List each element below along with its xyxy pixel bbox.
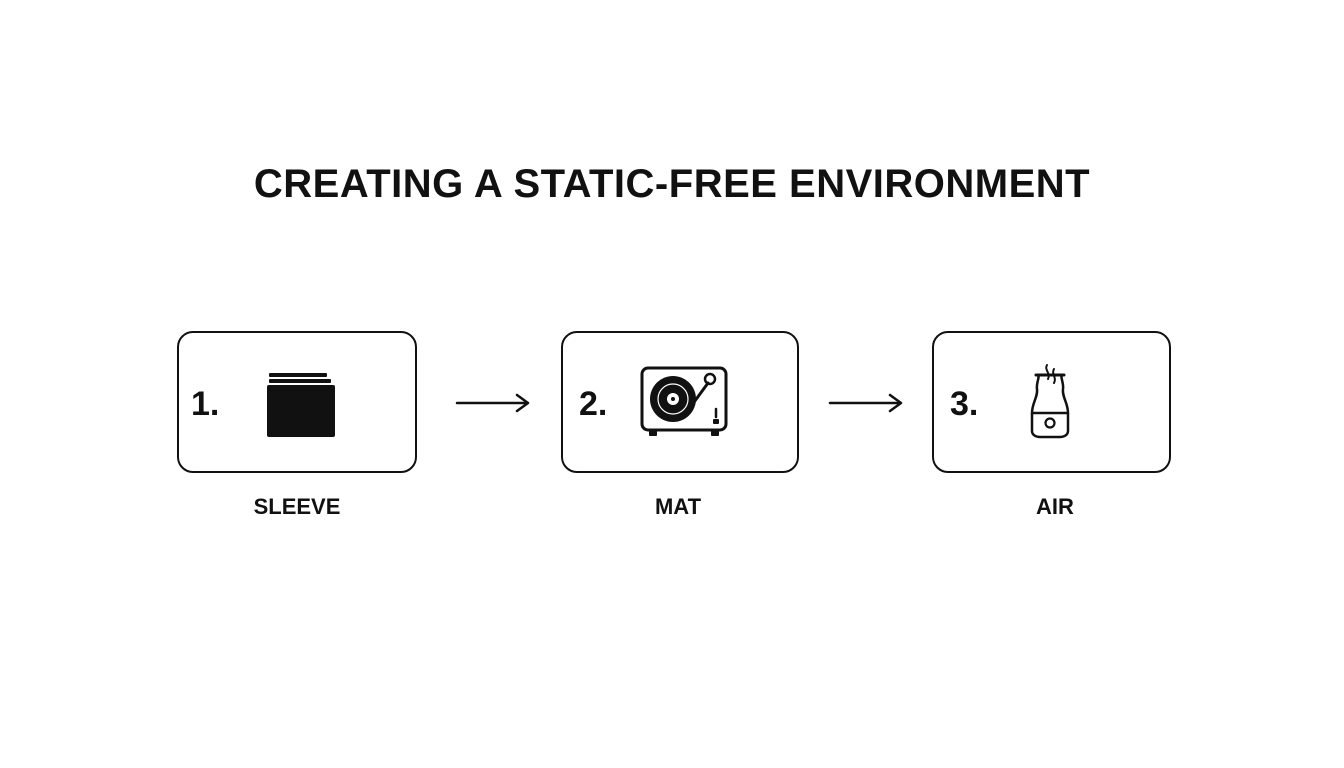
step-3-box: 3. [932,331,1171,473]
step-1-number: 1. [191,385,220,423]
step-2-box: 2. [561,331,799,473]
turntable-icon [640,366,728,436]
step-1-box: 1. [177,331,417,473]
humidifier-icon [1030,364,1070,439]
arrow-right-icon [828,393,903,413]
step-3-label: AIR [1036,494,1074,519]
step-2-number: 2. [579,385,608,423]
diagram-title: CREATING A STATIC-FREE ENVIRONMENT [253,162,1091,206]
step-1-label: SLEEVE [253,494,341,519]
step-2-label: MAT [654,494,702,519]
record-sleeve-icon [267,373,335,437]
arrow-right-icon [455,393,530,413]
step-3-number: 3. [950,385,979,423]
